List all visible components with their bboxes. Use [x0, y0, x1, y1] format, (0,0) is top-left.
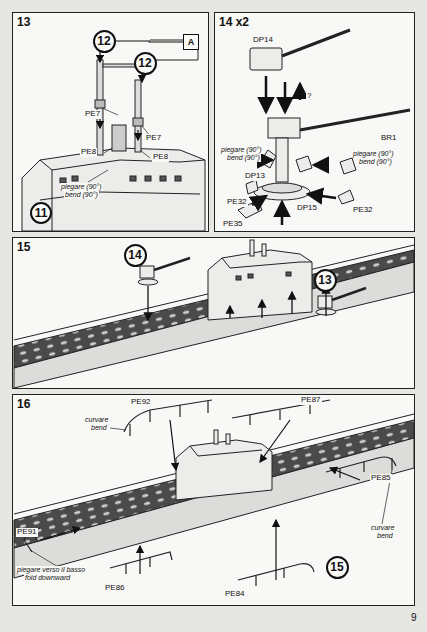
part-label: DP15	[296, 204, 318, 213]
part-label: PE85	[370, 474, 392, 483]
step-number: 14 x2	[219, 15, 249, 29]
callout-text: 12	[138, 57, 151, 69]
bend-note: curvare	[370, 524, 395, 532]
part-label: PE7	[84, 110, 101, 119]
bend-note: bend	[90, 424, 108, 432]
part-label: PE91	[16, 528, 38, 537]
bend-note: fold downward	[24, 574, 71, 582]
callout-number: 15	[326, 556, 349, 579]
step-number: 15	[17, 240, 30, 254]
bend-note: piegare verso il basso	[16, 566, 86, 574]
part-label: PE32	[352, 206, 374, 215]
callout-text: 11	[35, 207, 48, 219]
step-number: 16	[17, 397, 30, 411]
bend-note: bend (90°)	[226, 154, 261, 162]
bend-note: bend (90°)	[358, 158, 393, 166]
callout-number: 11	[30, 202, 52, 224]
part-label: PE92	[130, 398, 152, 407]
bend-note: bend (90°)	[64, 191, 99, 199]
part-label: DP14	[252, 36, 274, 45]
part-label: ?	[306, 92, 312, 101]
part-label: PE86	[104, 584, 126, 593]
part-label: PE7	[145, 134, 162, 143]
part-label: PE32	[226, 198, 248, 207]
bend-note: piegare (90°)	[60, 183, 103, 191]
part-label: DP13	[244, 172, 266, 181]
callout-text: 15	[330, 561, 343, 573]
step-panel: 13 12 12 A 11	[12, 12, 209, 232]
part-label: PE87	[300, 396, 322, 405]
part-label: PE8	[152, 153, 169, 162]
callout-number: 12	[93, 30, 116, 53]
step-number: 13	[17, 15, 30, 29]
callout-number: 12	[134, 52, 157, 75]
callout-number: 14	[124, 244, 147, 267]
part-label: BR1	[380, 134, 398, 143]
page-number: 9	[410, 612, 418, 623]
bend-note: bend	[376, 532, 394, 540]
step-panel: 1615	[12, 394, 415, 606]
callout-text: 12	[97, 35, 110, 47]
bend-note: piegare (90°)	[220, 146, 263, 154]
reference-box: A	[183, 34, 199, 50]
callout-text: 13	[318, 274, 331, 286]
bend-note: curvare	[84, 416, 109, 424]
part-label: PE35	[222, 220, 244, 229]
part-label: PE8	[80, 148, 97, 157]
callout-number: 13	[314, 269, 337, 292]
callout-text: A	[188, 38, 195, 47]
bend-note: piegare (90°)	[352, 150, 395, 158]
part-label: PE84	[224, 590, 246, 599]
callout-text: 14	[128, 249, 141, 261]
leader-connector	[116, 41, 184, 42]
step-panel: 15 14 13	[12, 237, 415, 389]
